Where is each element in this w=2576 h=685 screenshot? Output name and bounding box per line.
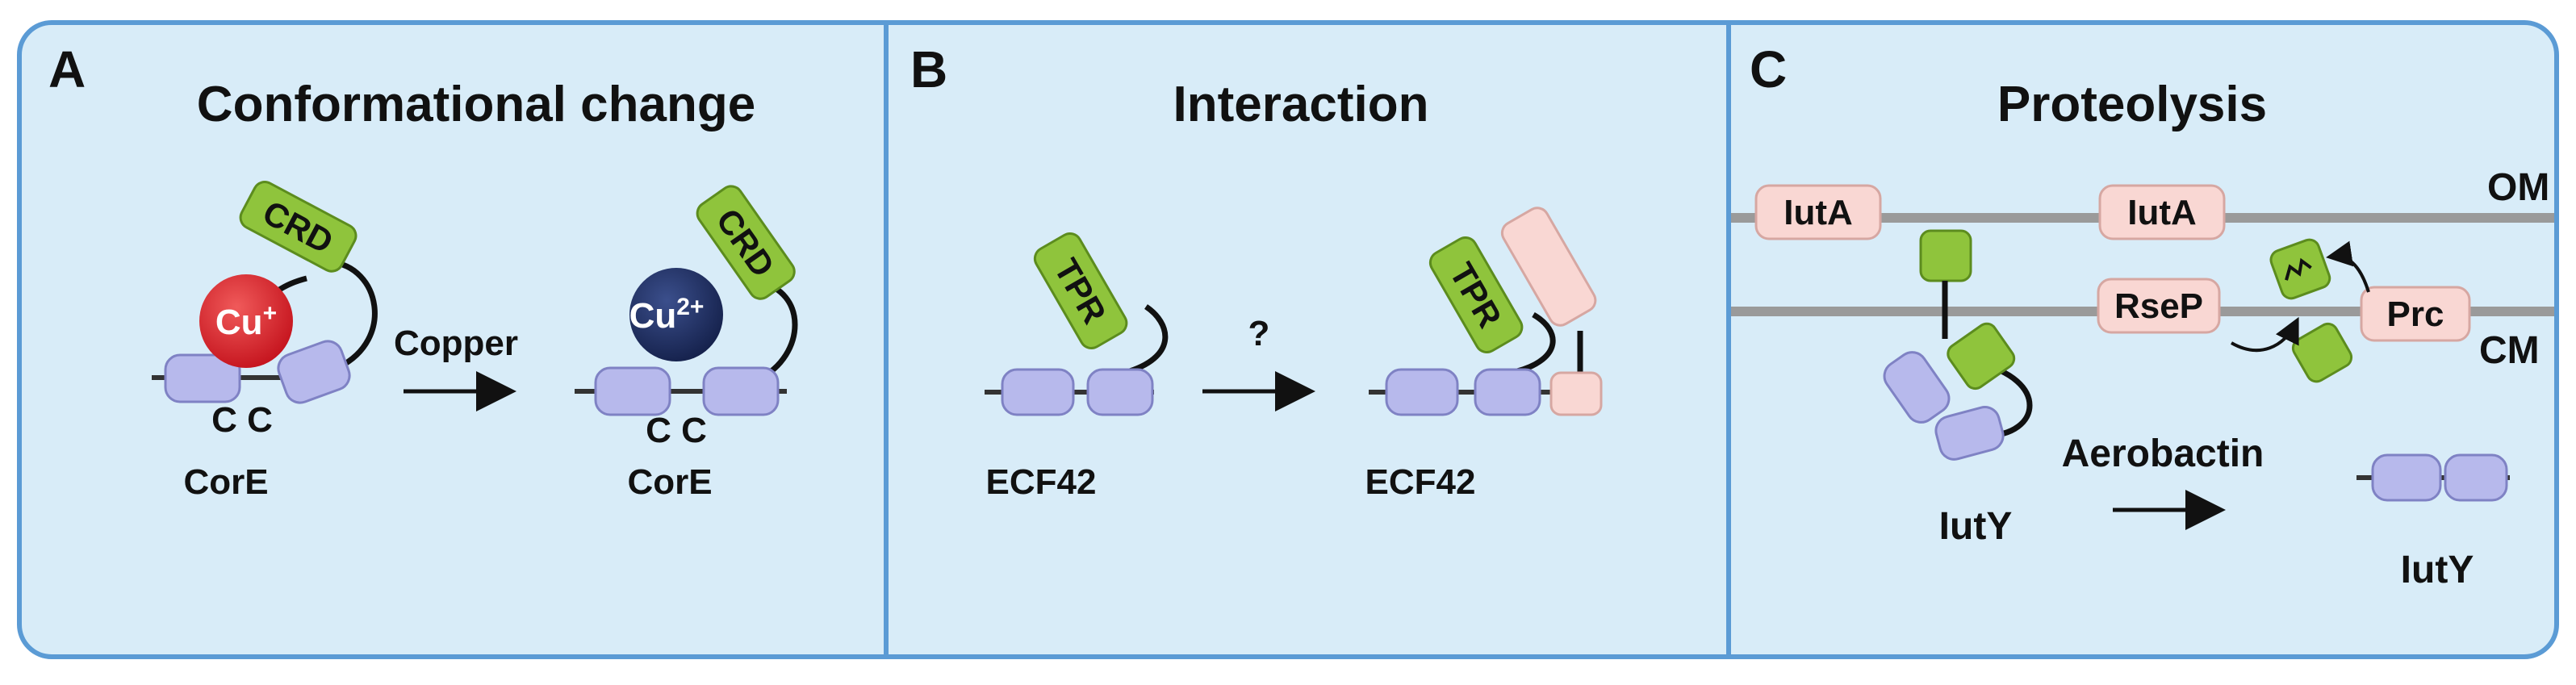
- aerobactin-arrow: Aerobactin: [2062, 432, 2264, 530]
- cu2-ion-icon: [629, 268, 723, 361]
- svg-text:Prc: Prc: [2387, 294, 2444, 334]
- svg-text:RseP: RseP: [2114, 286, 2203, 326]
- iuty-domain-b: [1934, 406, 2005, 461]
- panel-c-title: Proteolysis: [1997, 77, 2267, 132]
- ecf42-right: TPR ECF42: [1365, 207, 1603, 502]
- green-domain-periplasm: [1919, 229, 1972, 282]
- iuty-released: IutY: [2356, 453, 2510, 591]
- core-label-left: CorE: [183, 462, 268, 502]
- green-domain-cytoplasm: [1947, 322, 2016, 391]
- prc-box: Prc: [2360, 286, 2471, 342]
- copper-arrow: Copper: [394, 324, 518, 411]
- panel-c-letter: C: [1750, 40, 1787, 98]
- pink-partner-large: [1500, 207, 1597, 327]
- cys-right: C C: [646, 411, 707, 450]
- pink-partner-small: [1549, 371, 1603, 416]
- core-label-right: CorE: [627, 462, 712, 502]
- domain-4: [702, 366, 780, 416]
- domain-9: [2371, 453, 2442, 502]
- green-fragment-top: [2269, 238, 2331, 300]
- rsep-cleavage-arrow: [2231, 316, 2299, 352]
- om-label: OM: [2487, 166, 2549, 209]
- domain-3: [594, 366, 671, 416]
- panel-a-letter: A: [48, 40, 86, 98]
- panel-c: C Proteolysis OM CM IutA IutA RseP Prc: [1731, 40, 2554, 591]
- cu1-ion-icon: [199, 274, 293, 368]
- panel-a: A Conformational change Cu+ CRD C C CorE…: [48, 40, 798, 502]
- svg-text:IutA: IutA: [2127, 193, 2197, 232]
- core-cu1-complex: Cu+ CRD C C CorE: [152, 181, 378, 502]
- copper-label: Copper: [394, 324, 518, 363]
- domain-10: [2444, 453, 2508, 502]
- domain-7: [1385, 368, 1459, 416]
- ecf42-label-left: ECF42: [986, 462, 1097, 502]
- domain-6: [1086, 368, 1154, 416]
- cleavage-fragments: [2231, 238, 2370, 383]
- aerobactin-label: Aerobactin: [2062, 432, 2264, 475]
- panel-b: B Interaction TPR ECF42 ?: [910, 40, 1603, 502]
- prc-cleavage-arrow: [2326, 240, 2370, 293]
- domain-1: [164, 353, 241, 403]
- domain-2: [277, 340, 351, 404]
- iuty-label-right: IutY: [2401, 549, 2474, 591]
- domain-5: [1001, 368, 1075, 416]
- svg-text:IutA: IutA: [1784, 193, 1853, 232]
- panel-frame: [17, 20, 2559, 659]
- iuta-box-1: IutA: [1754, 184, 1882, 240]
- panel-b-title: Interaction: [1173, 77, 1429, 132]
- iuty-membrane-complex: IutY: [1883, 229, 2033, 548]
- ecf42-left: TPR ECF42: [985, 232, 1169, 502]
- rsep-box: RseP: [2097, 278, 2221, 334]
- panel-b-letter: B: [910, 40, 947, 98]
- question-label: ?: [1248, 314, 1270, 353]
- iuty-label-left: IutY: [1939, 505, 2013, 548]
- cm-label: CM: [2479, 329, 2540, 372]
- cys-left: C C: [211, 400, 273, 440]
- iuty-domain-a: [1883, 351, 1951, 424]
- domain-8: [1474, 368, 1541, 416]
- iuta-box-2: IutA: [2098, 184, 2226, 240]
- ecf42-label-right: ECF42: [1365, 462, 1476, 502]
- panel-a-title: Conformational change: [197, 77, 755, 132]
- interaction-arrow: ?: [1202, 314, 1315, 411]
- green-fragment-bottom: [2291, 322, 2353, 383]
